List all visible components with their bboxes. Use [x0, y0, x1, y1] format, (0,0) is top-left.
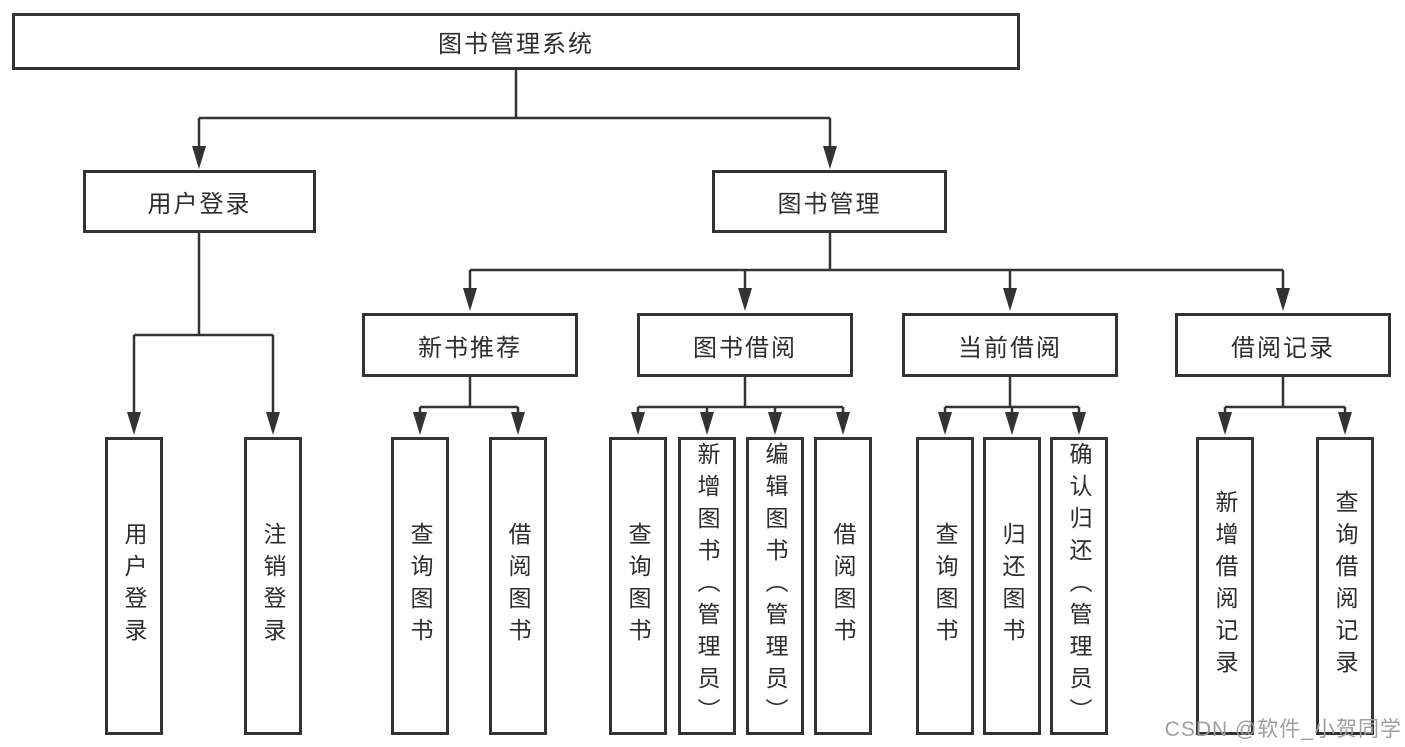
- node-label: 借阅图书: [505, 522, 531, 650]
- connector-book-borrow-children: [631, 377, 850, 435]
- arrow-down-icon: [511, 412, 525, 435]
- connector-user-login-children: [127, 233, 280, 435]
- node-leaf-borrow-books-newbook: 借阅图书: [489, 437, 547, 735]
- node-label: 借阅图书: [830, 522, 856, 650]
- arrow-down-icon: [938, 412, 952, 435]
- node-borrow-records: 借阅记录: [1175, 313, 1391, 377]
- node-label: 查询图书: [625, 522, 651, 650]
- arrow-down-icon: [631, 412, 645, 435]
- arrow-down-icon: [1003, 288, 1017, 311]
- arrow-down-icon: [266, 412, 280, 435]
- connector-borrow-records-children: [1218, 377, 1352, 435]
- node-new-book-recommend: 新书推荐: [362, 313, 578, 377]
- connector-book-management-to-level3: [463, 233, 1290, 311]
- node-current-borrow: 当前借阅: [902, 313, 1118, 377]
- csdn-watermark: CSDN @软件_小贺同学: [1164, 718, 1402, 741]
- arrow-down-icon: [700, 412, 714, 435]
- node-label: 新书推荐: [418, 334, 522, 362]
- node-root-library-system: 图书管理系统: [12, 13, 1020, 70]
- node-leaf-confirm-return-admin: 确认归还（管理员）: [1050, 437, 1108, 735]
- arrow-down-icon: [1005, 412, 1019, 435]
- arrow-down-icon: [413, 412, 427, 435]
- arrow-down-icon: [463, 288, 477, 311]
- node-leaf-query-borrow-record: 查询借阅记录: [1316, 437, 1374, 735]
- arrow-down-icon: [1218, 412, 1232, 435]
- arrow-down-icon: [127, 412, 141, 435]
- node-label: 查询借阅记录: [1332, 490, 1358, 682]
- node-label: 借阅记录: [1231, 334, 1335, 362]
- node-label: 查询图书: [407, 522, 433, 650]
- node-label: 用户登录: [121, 522, 147, 650]
- arrow-down-icon: [192, 146, 206, 169]
- node-label: 用户登录: [147, 191, 252, 218]
- node-label: 编辑图书（管理员）: [762, 442, 788, 730]
- arrow-down-icon: [768, 412, 782, 435]
- node-leaf-logout: 注销登录: [244, 437, 302, 735]
- node-leaf-return-books: 归还图书: [983, 437, 1041, 735]
- node-leaf-user-login: 用户登录: [105, 437, 163, 735]
- node-leaf-add-borrow-record: 新增借阅记录: [1196, 437, 1254, 735]
- arrow-down-icon: [1338, 412, 1352, 435]
- node-label: 图书管理: [777, 191, 882, 218]
- node-user-login: 用户登录: [83, 170, 316, 233]
- connector-new-book-children: [413, 377, 525, 435]
- node-book-borrow: 图书借阅: [637, 313, 853, 377]
- arrow-down-icon: [1072, 412, 1086, 435]
- node-label: 新增图书（管理员）: [694, 442, 720, 730]
- node-leaf-add-books-admin: 新增图书（管理员）: [678, 437, 736, 735]
- node-leaf-query-books-newbook: 查询图书: [391, 437, 449, 735]
- node-book-management: 图书管理: [712, 170, 947, 233]
- arrow-down-icon: [738, 288, 752, 311]
- node-label: 查询图书: [932, 522, 958, 650]
- arrow-down-icon: [836, 412, 850, 435]
- node-label: 图书借阅: [693, 334, 797, 362]
- node-label: 确认归还（管理员）: [1066, 442, 1092, 730]
- node-label: 注销登录: [260, 522, 286, 650]
- connector-root-to-level2: [192, 70, 837, 169]
- arrow-down-icon: [823, 146, 837, 169]
- node-label: 归还图书: [999, 522, 1025, 650]
- node-leaf-query-books-current: 查询图书: [916, 437, 974, 735]
- connector-current-borrow-children: [938, 377, 1086, 435]
- node-leaf-borrow-books: 借阅图书: [814, 437, 872, 735]
- node-label: 当前借阅: [958, 334, 1062, 362]
- node-label: 新增借阅记录: [1212, 490, 1238, 682]
- node-leaf-edit-books-admin: 编辑图书（管理员）: [746, 437, 804, 735]
- node-leaf-query-books-borrow: 查询图书: [609, 437, 667, 735]
- arrow-down-icon: [1276, 288, 1290, 311]
- node-label: 图书管理系统: [438, 31, 594, 58]
